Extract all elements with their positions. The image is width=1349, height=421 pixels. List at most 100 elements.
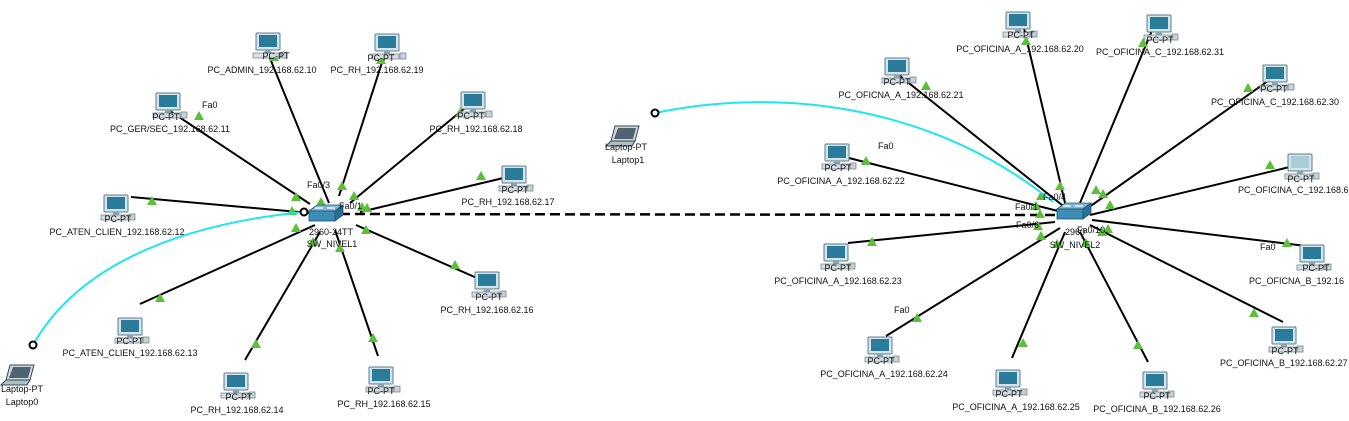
device-name-label: PC_OFICINA_B_192.168.62.27 bbox=[1220, 358, 1348, 368]
pc-icon[interactable] bbox=[220, 372, 256, 399]
device-name-label: PC_ATEN_CLIEN_192.168.62.12 bbox=[49, 227, 185, 237]
device-type-label: PC-PT bbox=[475, 292, 503, 302]
switch-trunk-link[interactable] bbox=[339, 212, 1061, 217]
device-name-label: PC_OFICINA_B_192.168.62.26 bbox=[1093, 404, 1221, 414]
ethernet-link[interactable] bbox=[359, 175, 513, 213]
device-type-label: PC-PT bbox=[367, 386, 395, 396]
switch-name-label: SW_NIVEL2 bbox=[1049, 240, 1101, 250]
port-label: Fa0/10 bbox=[1077, 225, 1106, 235]
pc-icon[interactable] bbox=[881, 57, 917, 84]
laptop-icon[interactable] bbox=[0, 364, 35, 386]
pc-icon[interactable] bbox=[864, 336, 900, 363]
ethernet-link[interactable] bbox=[1079, 27, 1154, 204]
device-type-label: PC-PT bbox=[1271, 346, 1299, 356]
pc-icon[interactable] bbox=[992, 369, 1028, 396]
wireless-link[interactable] bbox=[654, 101, 1054, 203]
ethernet-link[interactable] bbox=[139, 224, 316, 305]
link-status-up-icon bbox=[362, 203, 372, 212]
ethernet-link[interactable] bbox=[1079, 231, 1149, 363]
pc-icon[interactable] bbox=[114, 317, 150, 344]
link-status-up-icon bbox=[1036, 191, 1046, 200]
pc-icon[interactable] bbox=[252, 32, 288, 59]
link-status-up-icon bbox=[1133, 340, 1143, 349]
pc-icon[interactable] bbox=[1284, 153, 1320, 180]
switch-icon[interactable] bbox=[307, 204, 345, 222]
ethernet-link[interactable] bbox=[894, 71, 1063, 206]
pc-icon[interactable] bbox=[457, 91, 493, 118]
pc-icon[interactable] bbox=[152, 92, 188, 119]
device-name-label: PC_OFICINA_C_192.168.62.31 bbox=[1095, 47, 1225, 57]
device-name-label: Laptop1 bbox=[611, 155, 645, 165]
device-type-label: PC-PT bbox=[262, 51, 290, 61]
device-type-label: PC-PT bbox=[152, 112, 180, 122]
pc-icon[interactable] bbox=[820, 243, 856, 270]
link-status-up-icon bbox=[376, 55, 386, 64]
link-status-up-icon bbox=[450, 260, 460, 269]
link-status-up-icon bbox=[194, 111, 204, 120]
device-name-label: PC_OFICINA_A_192.168.62.25 bbox=[952, 402, 1080, 412]
device-type-label: Laptop-PT bbox=[604, 142, 648, 152]
device-type-label: PC-PT bbox=[824, 263, 852, 273]
link-status-up-icon bbox=[1021, 36, 1031, 45]
ethernet-link[interactable] bbox=[885, 227, 1061, 337]
pc-icon[interactable] bbox=[1259, 64, 1295, 91]
ethernet-link[interactable] bbox=[338, 46, 388, 197]
ethernet-link[interactable] bbox=[1089, 224, 1284, 323]
device-name-label: PC_OFICINA_A_192.168.62.22 bbox=[777, 176, 905, 186]
pc-icon[interactable] bbox=[1143, 14, 1179, 41]
pc-icon[interactable] bbox=[498, 165, 534, 192]
link-status-up-icon bbox=[861, 156, 871, 165]
ethernet-link[interactable] bbox=[1091, 219, 1307, 247]
ethernet-link[interactable] bbox=[264, 45, 330, 204]
link-status-up-icon bbox=[1081, 238, 1091, 247]
switch-icon[interactable] bbox=[1055, 202, 1093, 220]
device-type-label: PC-PT bbox=[867, 356, 895, 366]
ethernet-link[interactable] bbox=[355, 224, 487, 283]
ethernet-link[interactable] bbox=[844, 156, 1059, 212]
device-name-label: PC_GER/SEC_192.168.62.11 bbox=[110, 124, 230, 134]
device-type-label: PC-PT bbox=[104, 214, 132, 224]
ethernet-link[interactable] bbox=[1084, 75, 1276, 211]
ethernet-link[interactable] bbox=[1022, 23, 1066, 204]
device-name-label: PC_OFICINA_A_192.168.62.24 bbox=[820, 369, 948, 379]
link-status-up-icon bbox=[335, 243, 345, 252]
switch-model-label: 2960 bbox=[1064, 227, 1086, 237]
ethernet-link[interactable] bbox=[244, 231, 321, 361]
pc-icon[interactable] bbox=[1268, 326, 1304, 353]
device-type-label: PC-PT bbox=[501, 185, 529, 195]
pc-icon[interactable] bbox=[1139, 371, 1175, 398]
ethernet-link[interactable] bbox=[130, 196, 311, 214]
link-status-up-icon bbox=[147, 196, 157, 205]
link-status-up-icon bbox=[361, 225, 371, 234]
link-status-up-icon bbox=[291, 223, 301, 232]
link-status-up-icon bbox=[1033, 221, 1043, 230]
device-name-label: PC_ADMIN_192.168.62.10 bbox=[207, 65, 317, 75]
link-status-up-icon bbox=[1282, 238, 1292, 247]
wireless-link[interactable] bbox=[32, 211, 305, 346]
link-status-up-icon bbox=[291, 192, 301, 201]
ethernet-link[interactable] bbox=[1089, 164, 1299, 216]
ethernet-link[interactable] bbox=[166, 108, 311, 205]
ethernet-link[interactable] bbox=[1011, 231, 1066, 359]
pc-icon[interactable] bbox=[1296, 244, 1332, 271]
pc-icon[interactable] bbox=[471, 271, 507, 298]
ethernet-link[interactable] bbox=[847, 221, 1056, 244]
pc-icon[interactable] bbox=[100, 194, 136, 221]
device-name-label: PC_ATEN_CLIEN_192.168.62.13 bbox=[62, 348, 198, 358]
device-name-label: PC_RH_192.168.62.15 bbox=[337, 399, 431, 409]
link-status-up-icon bbox=[1055, 181, 1065, 190]
laptop-icon[interactable] bbox=[604, 125, 640, 147]
device-type-label: PC-PT bbox=[1302, 263, 1330, 273]
pc-icon[interactable] bbox=[365, 366, 401, 393]
ethernet-link[interactable] bbox=[349, 102, 472, 204]
device-type-label: PC-PT bbox=[824, 163, 852, 173]
device-type-label: PC-PT bbox=[1143, 391, 1171, 401]
pc-icon[interactable] bbox=[821, 143, 857, 170]
pc-icon[interactable] bbox=[371, 33, 407, 60]
pc-icon[interactable] bbox=[1002, 11, 1038, 38]
antenna-endpoint-icon bbox=[650, 108, 660, 118]
antenna-endpoint-icon bbox=[28, 340, 38, 350]
device-name-label: PC_RH_192.168.62.18 bbox=[429, 124, 523, 134]
link-status-up-icon bbox=[1243, 83, 1253, 92]
